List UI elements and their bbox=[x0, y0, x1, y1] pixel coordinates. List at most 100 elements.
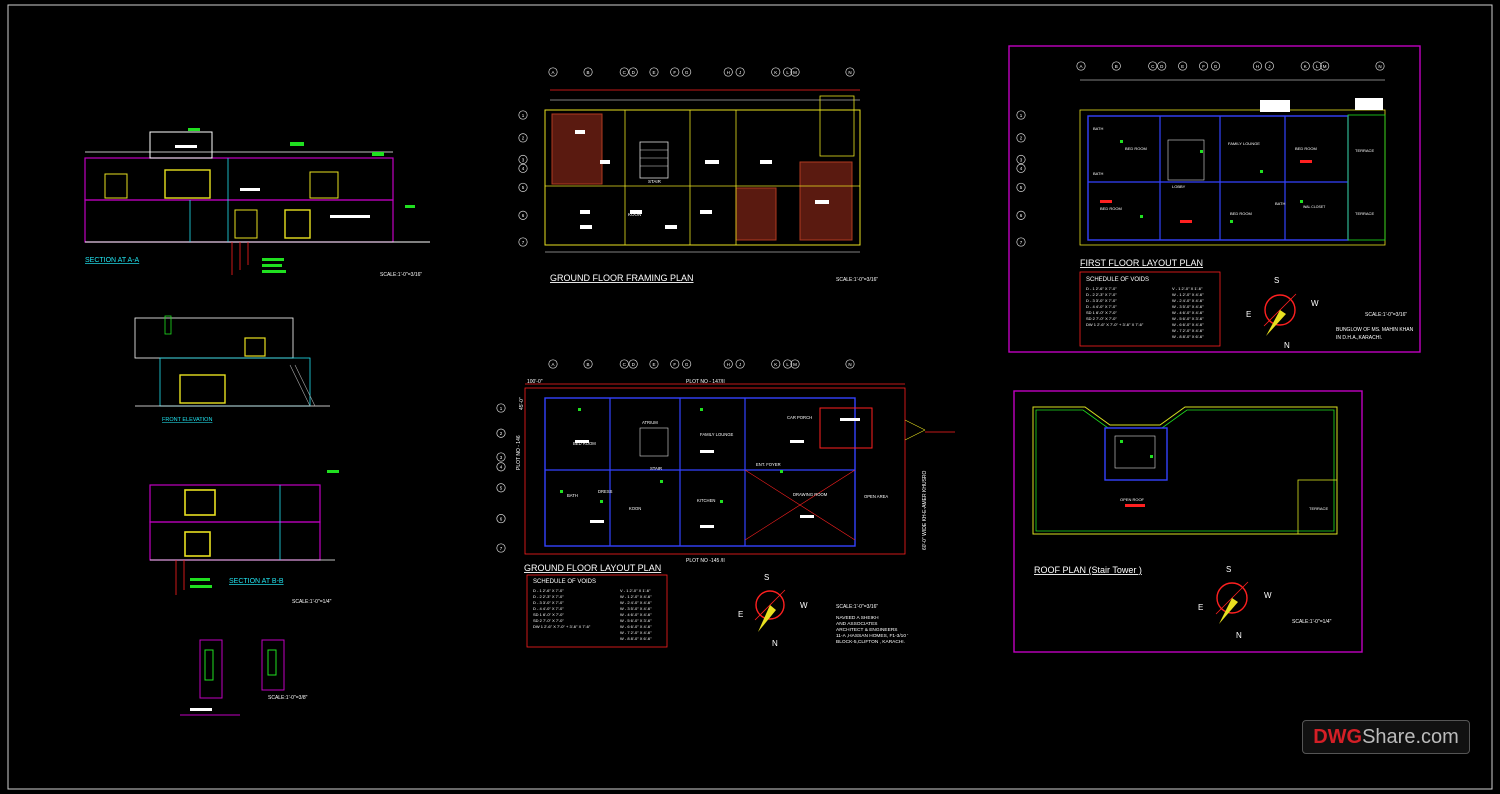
grid-bubble-0-row-2-label: 2 bbox=[522, 136, 525, 141]
grid-bubble-0-M bbox=[790, 67, 800, 77]
svg-text:AND ASSOCIATES: AND ASSOCIATES bbox=[836, 621, 878, 627]
framing-stair-label: STAIR bbox=[648, 179, 662, 184]
grid-bubble-1-E-label: E bbox=[652, 362, 655, 367]
svg-text:BATH: BATH bbox=[1093, 171, 1103, 176]
svg-text:DW 1 2'-6" X 7'-0" + 3'-6" X: DW 1 2'-6" X 7'-0" + 3'-6" X 7'-6" bbox=[533, 624, 591, 629]
ground-room-bed-room: BED ROOM bbox=[573, 441, 596, 446]
svg-text:BED ROOM: BED ROOM bbox=[1125, 146, 1147, 151]
title-front-elevation: FRONT ELEVATION bbox=[162, 417, 212, 423]
svg-text:W - 3 5'-0" X 4'-6": W - 3 5'-0" X 4'-6" bbox=[620, 606, 652, 611]
svg-text:W - 4 6'-0" X 4'-6": W - 4 6'-0" X 4'-6" bbox=[1172, 310, 1204, 315]
schedule-voids-first: SCHEDULE OF VOIDS D - 1 2'-6" X 7'-0" D … bbox=[1079, 271, 1221, 347]
grid-bubble-2-A-label: A bbox=[1079, 64, 1082, 69]
grid-bubble-1-D bbox=[628, 359, 638, 369]
ground-room-atrium: ATRIUM bbox=[642, 420, 658, 425]
svg-text:W - 5 6'-0" X 3'-6": W - 5 6'-0" X 3'-6" bbox=[1172, 316, 1204, 321]
grid-bubble-0-B bbox=[583, 67, 593, 77]
grid-bubble-1-K bbox=[771, 359, 781, 369]
svg-text:SD 1 6'-0" X 7'-0": SD 1 6'-0" X 7'-0" bbox=[533, 612, 564, 617]
title-first-layout: FIRST FLOOR LAYOUT PLAN bbox=[1080, 258, 1203, 268]
svg-text:OPEN ROOF: OPEN ROOF bbox=[1120, 497, 1145, 502]
svg-text:W - 1 2'-0" X 4'-6": W - 1 2'-0" X 4'-6" bbox=[1172, 292, 1204, 297]
scale-ground-layout: SCALE:1'-0"=3/16" bbox=[836, 604, 878, 610]
ground-framing-plan: STAIR KOON bbox=[544, 89, 861, 253]
roof-plan-frame bbox=[1013, 390, 1363, 653]
grid-bubble-0-E-label: E bbox=[652, 70, 655, 75]
grid-bubble-2-row-4 bbox=[1016, 163, 1026, 173]
svg-text:W - 3 5'-0" X 4'-6": W - 3 5'-0" X 4'-6" bbox=[1172, 304, 1204, 309]
grid-bubble-2-row-2-label: 2 bbox=[1020, 136, 1023, 141]
grid-bubble-0-row-7-label: 7 bbox=[522, 240, 525, 245]
svg-text:V - 1 2'-0" X 1'-6": V - 1 2'-0" X 1'-6" bbox=[620, 588, 651, 593]
svg-text:W - 6 6'-0" X 4'-6": W - 6 6'-0" X 4'-6" bbox=[1172, 322, 1204, 327]
grid-bubble-0-M-label: M bbox=[793, 70, 797, 75]
grid-bubble-0-row-7 bbox=[518, 237, 528, 247]
svg-text:W - 5 6'-0" X 3'-6": W - 5 6'-0" X 3'-6" bbox=[620, 618, 652, 623]
svg-text:BED ROOM: BED ROOM bbox=[1295, 146, 1317, 151]
grid-bubble-2-A bbox=[1076, 61, 1086, 71]
grid-bubble-1-row-4-label: 4 bbox=[500, 465, 503, 470]
svg-text:D - 4 4'-0" X 7'-0": D - 4 4'-0" X 7'-0" bbox=[1086, 304, 1117, 309]
grid-bubble-1-row-3 bbox=[496, 452, 506, 462]
grid-bubble-1-row-1 bbox=[496, 403, 506, 413]
svg-text:SCHEDULE OF VOIDS: SCHEDULE OF VOIDS bbox=[1086, 277, 1149, 283]
grid-bubble-1-C-label: C bbox=[623, 362, 627, 367]
section-aa-drawing bbox=[84, 128, 430, 275]
grid-bubble-2-B-label: B bbox=[1115, 64, 1118, 69]
plot-label-bottom: PLOT NO -145 /II bbox=[686, 558, 725, 564]
compass-roof: S E W N bbox=[1198, 565, 1272, 640]
roof-plan: OPEN ROOF TERRACE bbox=[1032, 406, 1338, 535]
grid-bubble-1-M bbox=[790, 359, 800, 369]
ground-room-open-area: OPEN AREA bbox=[864, 494, 888, 499]
plot-label-top: PLOT NO - 147/II bbox=[686, 379, 725, 385]
grid-bubble-0-K bbox=[771, 67, 781, 77]
svg-text:D - 3 3'-0" X 7'-0": D - 3 3'-0" X 7'-0" bbox=[1086, 298, 1117, 303]
grid-bubble-1-J-label: J bbox=[739, 362, 741, 367]
grid-bubble-0-A-label: A bbox=[551, 70, 554, 75]
grid-bubble-1-row-2-label: 2 bbox=[500, 431, 503, 436]
grid-bubble-0-row-1-label: 1 bbox=[522, 113, 525, 118]
grid-bubble-1-F-label: F bbox=[673, 362, 676, 367]
ground-room-car-porch: CAR PORCH bbox=[787, 415, 812, 420]
grid-bubble-1-N bbox=[845, 359, 855, 369]
ground-room-stair: STAIR bbox=[650, 466, 662, 471]
svg-text:WAL CLOSET: WAL CLOSET bbox=[1303, 205, 1326, 209]
grid-bubble-1-row-4 bbox=[496, 462, 506, 472]
grid-bubble-2-H-label: H bbox=[1256, 64, 1259, 69]
svg-text:E: E bbox=[1198, 603, 1203, 612]
grid-bubble-0-row-5 bbox=[518, 182, 528, 192]
grid-bubble-1-row-5 bbox=[496, 483, 506, 493]
grid-bubble-2-F-label: F bbox=[1202, 64, 1205, 69]
grid-bubble-1-K-label: K bbox=[774, 362, 777, 367]
svg-text:BATH: BATH bbox=[1093, 126, 1103, 131]
svg-text:DW 1 2'-6" X 7'-0" + 3'-6" X: DW 1 2'-6" X 7'-0" + 3'-6" X 7'-6" bbox=[1086, 322, 1144, 327]
grid-bubble-2-H bbox=[1252, 61, 1262, 71]
grid-bubble-2-row-7 bbox=[1016, 237, 1026, 247]
scale-roof-plan: SCALE:1'-0"=1/4" bbox=[1292, 619, 1332, 625]
grid-bubble-0-row-5-label: 5 bbox=[522, 185, 525, 190]
svg-text:W - 4 6'-0" X 4'-6": W - 4 6'-0" X 4'-6" bbox=[620, 612, 652, 617]
grid-bubble-1-G bbox=[682, 359, 692, 369]
svg-text:W - 7 2'-0" X 4'-6": W - 7 2'-0" X 4'-6" bbox=[620, 630, 652, 635]
svg-text:W - 6 6'-0" X 4'-6": W - 6 6'-0" X 4'-6" bbox=[620, 624, 652, 629]
grid-bubble-1-C bbox=[619, 359, 629, 369]
svg-text:TERRACE: TERRACE bbox=[1355, 211, 1374, 216]
svg-text:SCHEDULE OF VOIDS: SCHEDULE OF VOIDS bbox=[533, 579, 596, 585]
grid-bubble-1-H-label: H bbox=[727, 362, 730, 367]
compass-first: S E W N bbox=[1246, 276, 1319, 350]
grid-bubble-0-row-3-label: 3 bbox=[522, 157, 525, 162]
svg-text:11-A ,HASSAN HOMES, F1-3/10 ': 11-A ,HASSAN HOMES, F1-3/10 ' bbox=[836, 633, 908, 639]
svg-text:N: N bbox=[1236, 631, 1242, 640]
grid-bubble-0-N-label: N bbox=[848, 70, 851, 75]
grid-bubble-1-row-6-label: 6 bbox=[500, 516, 503, 521]
svg-text:W - 8 8'-0" X 6'-6": W - 8 8'-0" X 6'-6" bbox=[1172, 334, 1204, 339]
first-floor-frame bbox=[1008, 45, 1421, 353]
svg-text:D - 4 4'-0" X 7'-0": D - 4 4'-0" X 7'-0" bbox=[533, 606, 564, 611]
grid-bubble-1-B-label: B bbox=[587, 362, 590, 367]
grid-bubble-2-row-7-label: 7 bbox=[1020, 240, 1023, 245]
compass-ground: S E W N bbox=[738, 573, 808, 648]
grid-bubble-0-B-label: B bbox=[587, 70, 590, 75]
grid-bubble-2-K bbox=[1300, 61, 1310, 71]
front-elevation-drawing bbox=[134, 315, 330, 407]
grid-bubble-0-row-3 bbox=[518, 154, 528, 164]
